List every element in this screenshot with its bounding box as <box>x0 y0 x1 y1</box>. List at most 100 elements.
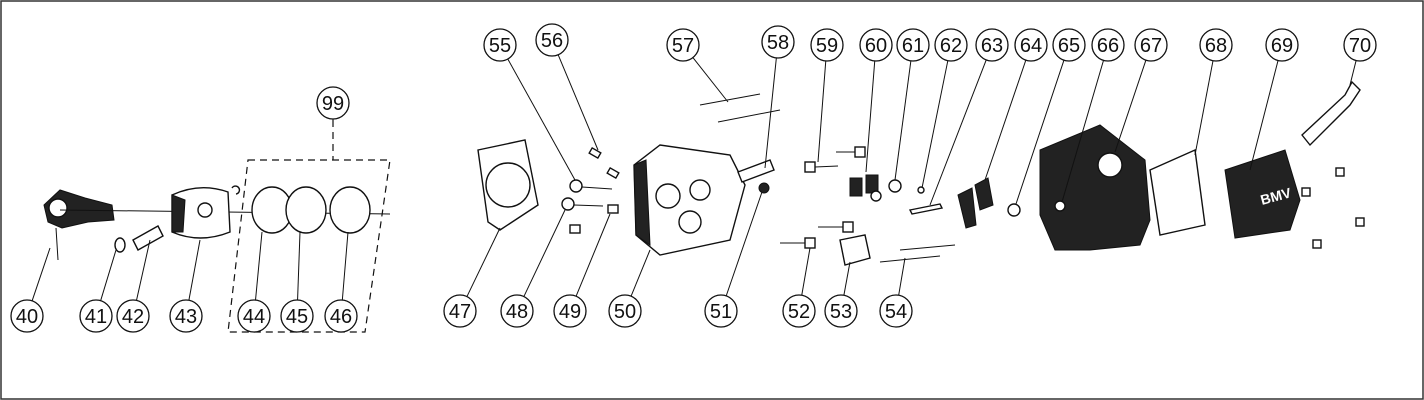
valve-seal <box>569 224 581 234</box>
callout-number: 45 <box>286 306 308 328</box>
callout-circle <box>1014 28 1048 62</box>
callout-number: 55 <box>489 35 511 57</box>
callout-circle <box>169 299 203 333</box>
guide-plate <box>839 234 871 266</box>
callout-circle <box>280 299 314 333</box>
callout-circle <box>704 294 738 328</box>
spark-plug <box>737 159 775 183</box>
collet <box>917 186 925 194</box>
callout-number: 46 <box>330 306 352 328</box>
callout-53: 53 <box>824 294 858 328</box>
callout-68: 68 <box>1199 28 1233 62</box>
callout-64: 64 <box>1014 28 1048 62</box>
callout-number: 54 <box>885 301 907 323</box>
callout-circle <box>1091 28 1125 62</box>
callout-circle <box>824 294 858 328</box>
cover-gasket <box>1149 148 1206 236</box>
leader-line-41 <box>100 249 117 301</box>
leader-line-52 <box>801 247 811 296</box>
callout-70: 70 <box>1343 28 1377 62</box>
callout-67: 67 <box>1134 28 1168 62</box>
leader-line-69 <box>1249 60 1279 171</box>
cover-nuts <box>1301 167 1365 249</box>
callout-48: 48 <box>500 294 534 328</box>
push-rod <box>879 255 941 263</box>
dowel-pin <box>606 166 620 180</box>
callout-circle <box>896 28 930 62</box>
callout-61: 61 <box>896 28 930 62</box>
callout-circle <box>535 23 569 57</box>
piston-ring-oil <box>329 186 371 234</box>
callout-number: 57 <box>672 35 694 57</box>
retainer <box>870 190 882 202</box>
leader-line-56 <box>557 54 599 151</box>
callout-number: 52 <box>788 301 810 323</box>
piston-ring-second <box>285 186 327 234</box>
callout-99: 99 <box>316 86 350 120</box>
callout-number: 47 <box>449 301 471 323</box>
callout-44: 44 <box>237 299 271 333</box>
leader-line-40 <box>31 247 51 302</box>
leader-line-46 <box>341 231 349 301</box>
callout-number: 67 <box>1140 35 1162 57</box>
callout-number: 60 <box>865 35 887 57</box>
callout-number: 69 <box>1271 35 1293 57</box>
valve-spring <box>865 174 879 194</box>
leader-lines <box>31 54 1357 302</box>
callout-circle <box>483 28 517 62</box>
callout-circle <box>761 25 795 59</box>
callout-49: 49 <box>553 294 587 328</box>
leader-line-50 <box>630 249 651 297</box>
callout-number: 65 <box>1058 35 1080 57</box>
callout-circle <box>316 86 350 120</box>
callout-circle <box>500 294 534 328</box>
callout-43: 43 <box>169 299 203 333</box>
leader-line-61 <box>894 60 912 181</box>
leader-line-44 <box>255 231 263 301</box>
callout-number: 66 <box>1097 35 1119 57</box>
callout-47: 47 <box>443 294 477 328</box>
connecting-rod <box>43 189 115 261</box>
retainer <box>888 179 902 193</box>
callout-57: 57 <box>666 28 700 62</box>
callout-69: 69 <box>1265 28 1299 62</box>
callout-60: 60 <box>859 28 893 62</box>
rocker-pivot <box>908 203 944 215</box>
piston-pin-clip <box>114 237 126 253</box>
callout-number: 63 <box>981 35 1003 57</box>
valve-cover-breather <box>1039 124 1151 251</box>
callout-59: 59 <box>810 28 844 62</box>
leader-line-47 <box>466 227 501 297</box>
valve-spring <box>849 177 863 197</box>
callout-45: 45 <box>280 299 314 333</box>
callout-55: 55 <box>483 28 517 62</box>
callout-51: 51 <box>704 294 738 328</box>
dowel-pin <box>588 146 602 160</box>
callout-circle <box>608 294 642 328</box>
callout-circle <box>666 28 700 62</box>
callout-number: 68 <box>1205 35 1227 57</box>
callout-number: 61 <box>902 35 924 57</box>
leader-line-64 <box>984 59 1027 181</box>
callout-46: 46 <box>324 299 358 333</box>
leader-line-43 <box>188 239 201 301</box>
callout-circle <box>975 28 1009 62</box>
leader-line-59 <box>817 60 827 163</box>
leader-line-55 <box>507 58 576 181</box>
leader-line-63 <box>929 59 987 206</box>
ring-set-group-outline <box>227 120 391 333</box>
bolts <box>780 146 866 249</box>
callout-circle <box>237 299 271 333</box>
nut <box>758 182 770 194</box>
leader-line-45 <box>297 231 301 301</box>
callout-circle <box>782 294 816 328</box>
head-gasket <box>477 139 539 231</box>
callout-number: 42 <box>122 306 144 328</box>
callout-number: 62 <box>940 35 962 57</box>
callout-number: 56 <box>541 30 563 52</box>
callout-58: 58 <box>761 25 795 59</box>
leader-line-53 <box>843 261 851 296</box>
callout-number: 53 <box>830 301 852 323</box>
